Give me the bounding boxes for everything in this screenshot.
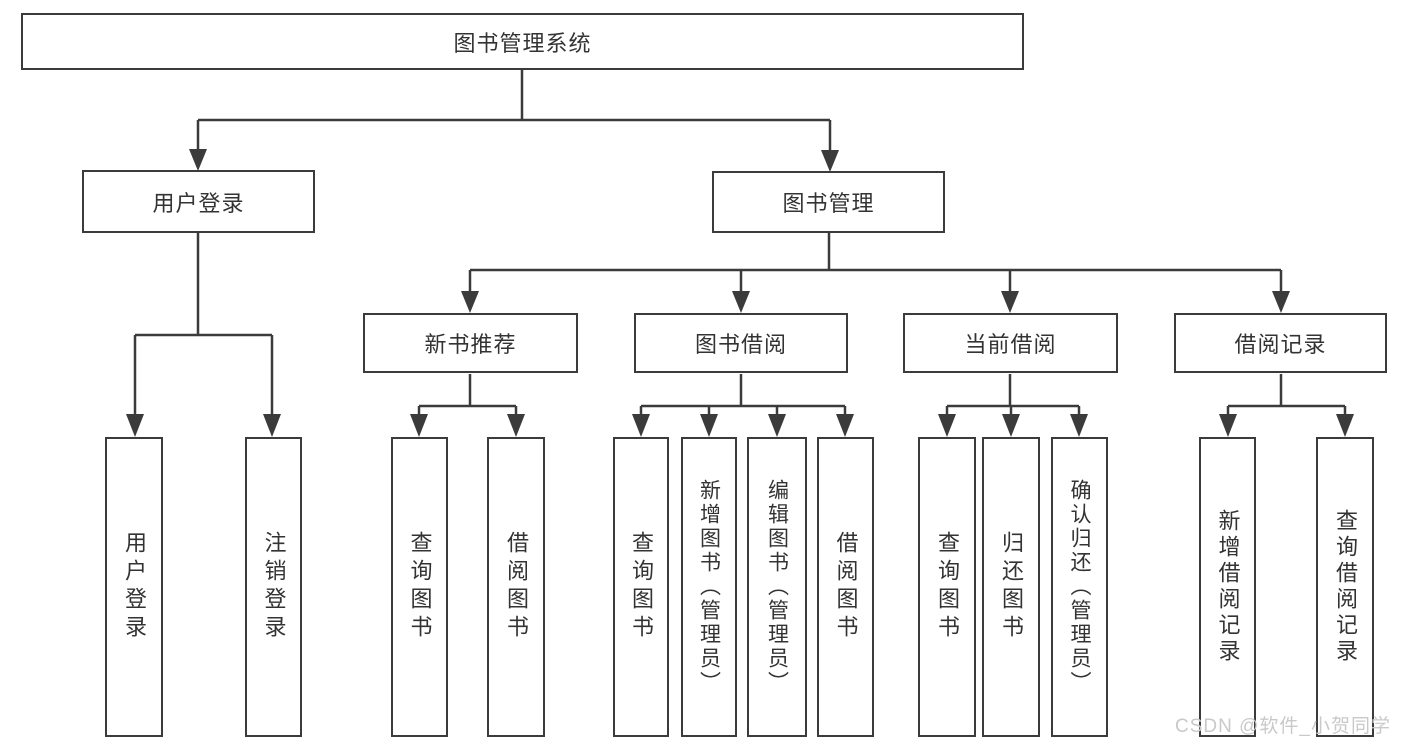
- leaf-borrow-books-1: 借阅图书: [487, 437, 545, 737]
- leaf-query-books-3: 查询图书: [918, 437, 976, 737]
- leaf-return-books: 归还图书: [982, 437, 1040, 737]
- node-new-book-recommend: 新书推荐: [363, 313, 578, 373]
- csdn-watermark: CSDN @软件_小贺同学: [1175, 716, 1391, 737]
- node-label: 注销登录: [261, 531, 287, 643]
- node-label: 编辑图书（管理员）: [765, 479, 789, 695]
- leaf-add-borrow-record: 新增借阅记录: [1199, 437, 1256, 737]
- leaf-query-books-2: 查询图书: [613, 437, 669, 737]
- leaf-confirm-return-admin: 确认归还（管理员）: [1051, 437, 1108, 737]
- leaf-borrow-books-2: 借阅图书: [817, 437, 874, 737]
- node-label: 当前借阅: [964, 332, 1057, 357]
- node-label: 归还图书: [999, 531, 1024, 643]
- leaf-add-books-admin: 新增图书（管理员）: [681, 437, 737, 737]
- node-label: 借阅图书: [504, 531, 529, 643]
- node-borrow-records: 借阅记录: [1174, 313, 1387, 373]
- node-label: 新增图书（管理员）: [697, 479, 721, 695]
- node-label: 借阅记录: [1234, 332, 1327, 357]
- node-label: 用户登录: [122, 531, 147, 643]
- node-current-borrow: 当前借阅: [903, 313, 1118, 373]
- node-label: 查询图书: [407, 531, 433, 643]
- node-label: 图书管理: [782, 191, 875, 216]
- leaf-edit-books-admin: 编辑图书（管理员）: [747, 437, 807, 737]
- node-label: 用户登录: [152, 190, 245, 216]
- node-user-login: 用户登录: [82, 170, 315, 233]
- node-library-management-system: 图书管理系统: [21, 13, 1024, 70]
- node-book-management: 图书管理: [712, 171, 945, 233]
- node-label: 查询图书: [629, 531, 654, 643]
- leaf-logout: 注销登录: [245, 437, 302, 737]
- node-book-borrow: 图书借阅: [634, 313, 848, 373]
- node-label: 借阅图书: [833, 531, 859, 643]
- node-label: 查询图书: [935, 531, 960, 643]
- leaf-query-books-1: 查询图书: [391, 437, 448, 737]
- node-label: 确认归还（管理员）: [1068, 479, 1091, 695]
- node-label: 图书借阅: [694, 332, 787, 357]
- leaf-user-login: 用户登录: [105, 437, 163, 737]
- node-label: 图书管理系统: [453, 30, 592, 56]
- node-label: 新增借阅记录: [1215, 509, 1241, 665]
- node-label: 查询借阅记录: [1333, 509, 1358, 665]
- leaf-query-borrow-record: 查询借阅记录: [1316, 437, 1374, 737]
- node-label: 新书推荐: [424, 332, 517, 357]
